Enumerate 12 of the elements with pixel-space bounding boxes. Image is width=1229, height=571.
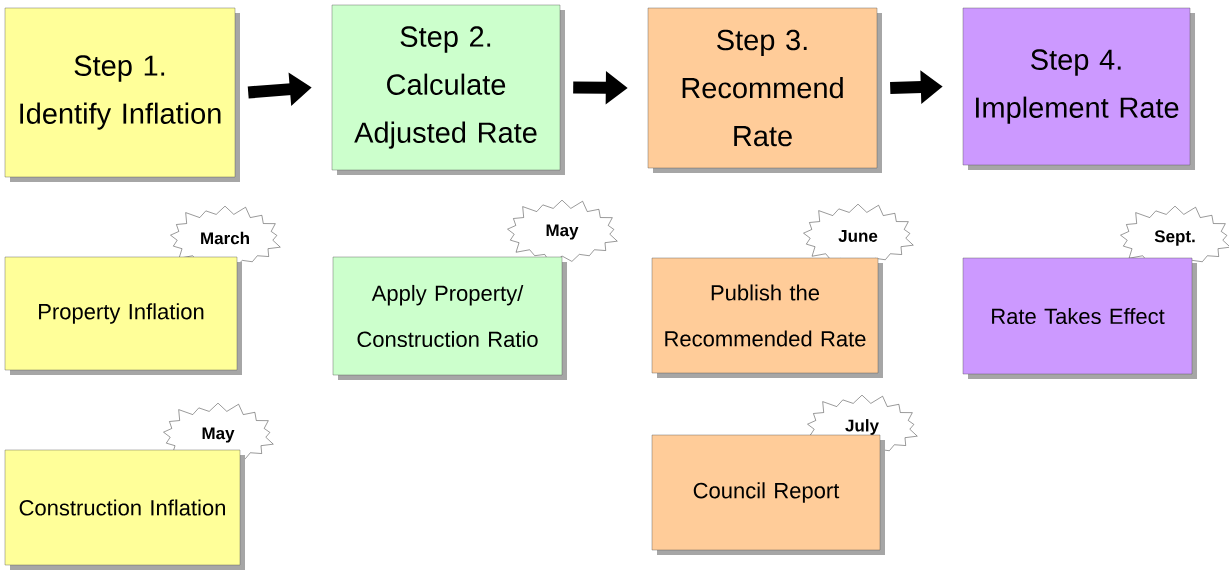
- step-box: Step 1. Identify Inflation: [4, 7, 240, 182]
- starburst-badge: May: [507, 199, 618, 265]
- step-box: Step 4. Implement Rate: [962, 7, 1195, 170]
- starburst-badge: June: [803, 203, 914, 269]
- task-box: Rate Takes Effect: [962, 257, 1197, 379]
- task-box: Publish the Recommended Rate: [651, 257, 883, 378]
- task-box: Property Inflation: [4, 256, 242, 375]
- step-box: Step 2. Calculate Adjusted Rate: [331, 4, 565, 175]
- task-box: Council Report: [651, 434, 885, 555]
- task-box: Apply Property/ Construction Ratio: [332, 256, 567, 380]
- task-box: Construction Inflation: [4, 449, 245, 570]
- step-box: Step 3. Recommend Rate: [647, 7, 882, 173]
